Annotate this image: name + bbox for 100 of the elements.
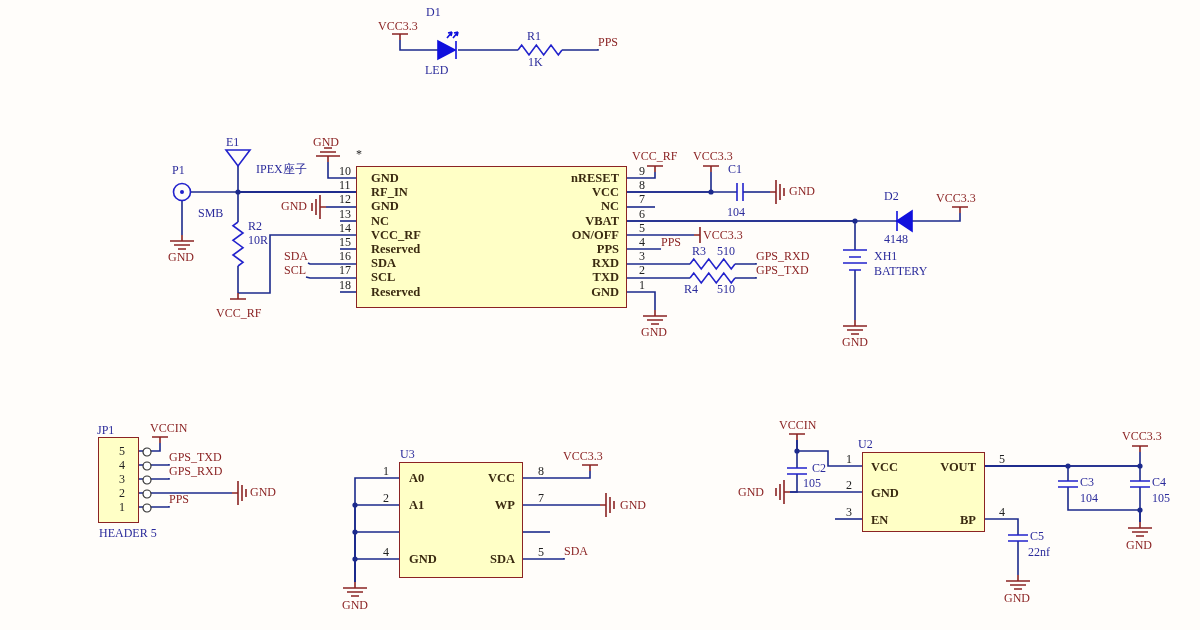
wire <box>984 465 1141 482</box>
pin-number: 14 <box>339 221 351 235</box>
pin-number: 6 <box>639 207 645 221</box>
component-label: C1 <box>728 163 742 176</box>
pin-name: SCL <box>371 271 396 285</box>
pin-number: 16 <box>339 250 351 264</box>
net-label: VCC3.3 <box>563 450 603 463</box>
pin-number: 2 <box>639 264 645 278</box>
pin-number: 8 <box>639 179 645 193</box>
pin-name: VCC <box>591 186 619 200</box>
wire <box>734 262 757 265</box>
wire <box>626 206 656 208</box>
component-value: 105 <box>1152 492 1170 505</box>
component-label: R2 <box>248 220 262 233</box>
component-value: 510 <box>717 245 735 258</box>
wire <box>181 200 183 236</box>
component-value: 10R <box>248 234 268 247</box>
wire <box>237 234 357 294</box>
wire <box>742 191 771 193</box>
component-value: BATTERY <box>874 265 928 278</box>
net-label: GPS_TXD <box>756 264 809 277</box>
pin-number: 4 <box>999 506 1005 519</box>
pin-number: 1 <box>383 465 389 478</box>
pin-number: 7 <box>538 492 544 505</box>
pin-number: 17 <box>339 264 351 278</box>
component-value: HEADER 5 <box>99 527 157 540</box>
wire <box>626 263 691 265</box>
component-label: C2 <box>812 462 826 475</box>
pin-name: TXD <box>592 271 619 285</box>
component-label: R4 <box>684 283 698 296</box>
pin-mark: * <box>356 148 362 161</box>
pin-name: EN <box>871 514 889 527</box>
pin-number: 3 <box>639 250 645 264</box>
wire <box>138 477 170 480</box>
wire <box>561 48 599 51</box>
pin-name: ON/OFF <box>571 228 619 242</box>
component-value: SMB <box>198 207 224 220</box>
wire <box>138 492 233 494</box>
wire <box>305 276 357 279</box>
pin-number: 4 <box>383 546 389 559</box>
component-value: 105 <box>803 477 821 490</box>
component-label: JP1 <box>97 424 115 437</box>
wire <box>626 234 695 236</box>
wire <box>138 442 161 452</box>
pin-name: VBAT <box>585 214 619 228</box>
wire <box>626 171 656 179</box>
net-label: VCC3.3 <box>378 20 418 33</box>
net-label: GPS_RXD <box>169 465 223 478</box>
pin-name: GND <box>591 285 619 299</box>
pin-name: GND <box>371 200 399 214</box>
pin-number: 7 <box>639 193 645 207</box>
pin-number: 3 <box>119 473 125 486</box>
net-label: PPS <box>661 236 682 249</box>
component-label: R3 <box>692 245 706 258</box>
net-label: GND <box>250 486 276 499</box>
net-label: VCC_RF <box>632 150 678 163</box>
net-label: VCCIN <box>150 422 188 435</box>
pin-name: NC <box>600 200 619 214</box>
pin-name: A1 <box>409 499 425 512</box>
pin-number: 1 <box>846 453 852 466</box>
net-label: VCC_RF <box>216 307 262 320</box>
wire <box>237 265 239 294</box>
pin-number: 5 <box>119 445 125 458</box>
pin-name: GND <box>871 487 899 500</box>
wire <box>339 220 357 222</box>
pin-number: 11 <box>339 179 351 193</box>
component-value: 104 <box>1080 492 1098 505</box>
pin-name: NC <box>371 214 390 228</box>
pin-name: VCC_RF <box>371 228 421 242</box>
component-label: E1 <box>226 136 240 149</box>
wire <box>984 518 1019 536</box>
wire <box>734 276 757 279</box>
pin-name: GND <box>409 553 437 566</box>
pin-name: Reserved <box>371 243 421 256</box>
wire <box>789 491 863 493</box>
pin-name: GND <box>371 172 399 185</box>
pin-name: Reserved <box>371 285 421 299</box>
net-label: GPS_RXD <box>756 250 810 263</box>
pin-number: 15 <box>339 236 351 249</box>
net-label: VCC3.3 <box>693 150 733 163</box>
wire <box>1139 486 1141 523</box>
pin-number: 8 <box>538 465 544 478</box>
component-label: P1 <box>172 164 185 177</box>
pin-number: 5 <box>639 221 645 235</box>
component-value: LED <box>425 64 449 77</box>
net-label: VCCIN <box>779 419 817 432</box>
pin-name: WP <box>494 499 515 512</box>
pin-number: 2 <box>383 492 389 505</box>
pin-name: VCC <box>871 461 899 474</box>
pin-name: SDA <box>490 553 515 566</box>
component-label: C3 <box>1080 476 1094 489</box>
wire <box>626 220 856 251</box>
pin-name: VCC <box>487 472 515 485</box>
wire <box>522 557 565 560</box>
net-label: VCC3.3 <box>936 192 976 205</box>
component-label: U2 <box>858 438 873 451</box>
net-label: GND <box>842 336 868 349</box>
wire <box>327 161 357 179</box>
component-label: C5 <box>1030 530 1044 543</box>
pin-name: RF_IN <box>371 186 408 200</box>
